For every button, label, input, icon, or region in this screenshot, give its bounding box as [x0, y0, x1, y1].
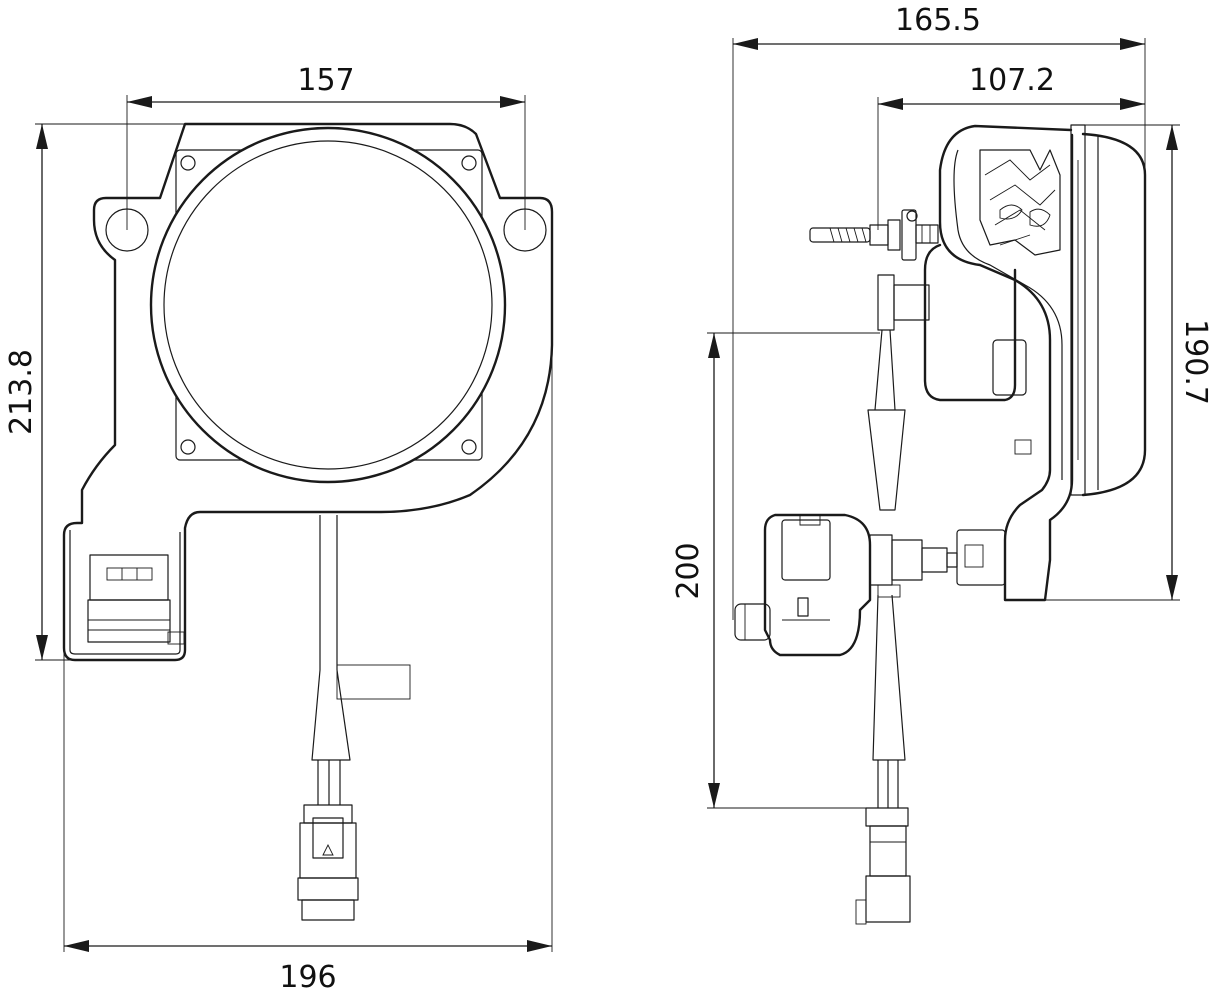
- lamp-lens: [163, 140, 493, 470]
- flange-screw-tl: [180, 155, 196, 171]
- front-plug-connector: [297, 804, 359, 921]
- dim-mount-hole-spacing: 157: [297, 63, 354, 98]
- front-view: [62, 122, 554, 921]
- lamp-bezel: [149, 126, 507, 484]
- leveling-motor: [734, 513, 1006, 657]
- side-dimensions: 165.5 107.2 190.7 200: [671, 3, 1213, 809]
- side-housing-body: [938, 124, 1074, 602]
- side-driver-box: [923, 243, 1017, 402]
- mounting-stud: [809, 209, 939, 261]
- dim-cable-length: 200: [671, 542, 706, 599]
- side-plug-connector: [855, 807, 911, 925]
- flange-screw-tr: [461, 155, 477, 171]
- dim-housing-depth: 107.2: [969, 63, 1055, 98]
- dim-housing-height: 190.7: [1178, 319, 1213, 405]
- dim-overall-depth: 165.5: [895, 3, 981, 38]
- front-connector-block: [89, 554, 169, 601]
- flange-screw-bl: [180, 439, 196, 455]
- side-lens: [1081, 132, 1147, 497]
- side-view: [734, 124, 1147, 925]
- cable-tag: [336, 664, 411, 700]
- dim-overall-height: 213.8: [4, 349, 39, 435]
- front-housing-outline: [62, 122, 554, 662]
- dim-overall-width: 196: [279, 960, 336, 995]
- upper-connector: [877, 274, 895, 331]
- heatsink-fins: [979, 149, 1061, 256]
- front-dimensions: 157 213.8 196: [4, 63, 553, 995]
- flange-screw-br: [461, 439, 477, 455]
